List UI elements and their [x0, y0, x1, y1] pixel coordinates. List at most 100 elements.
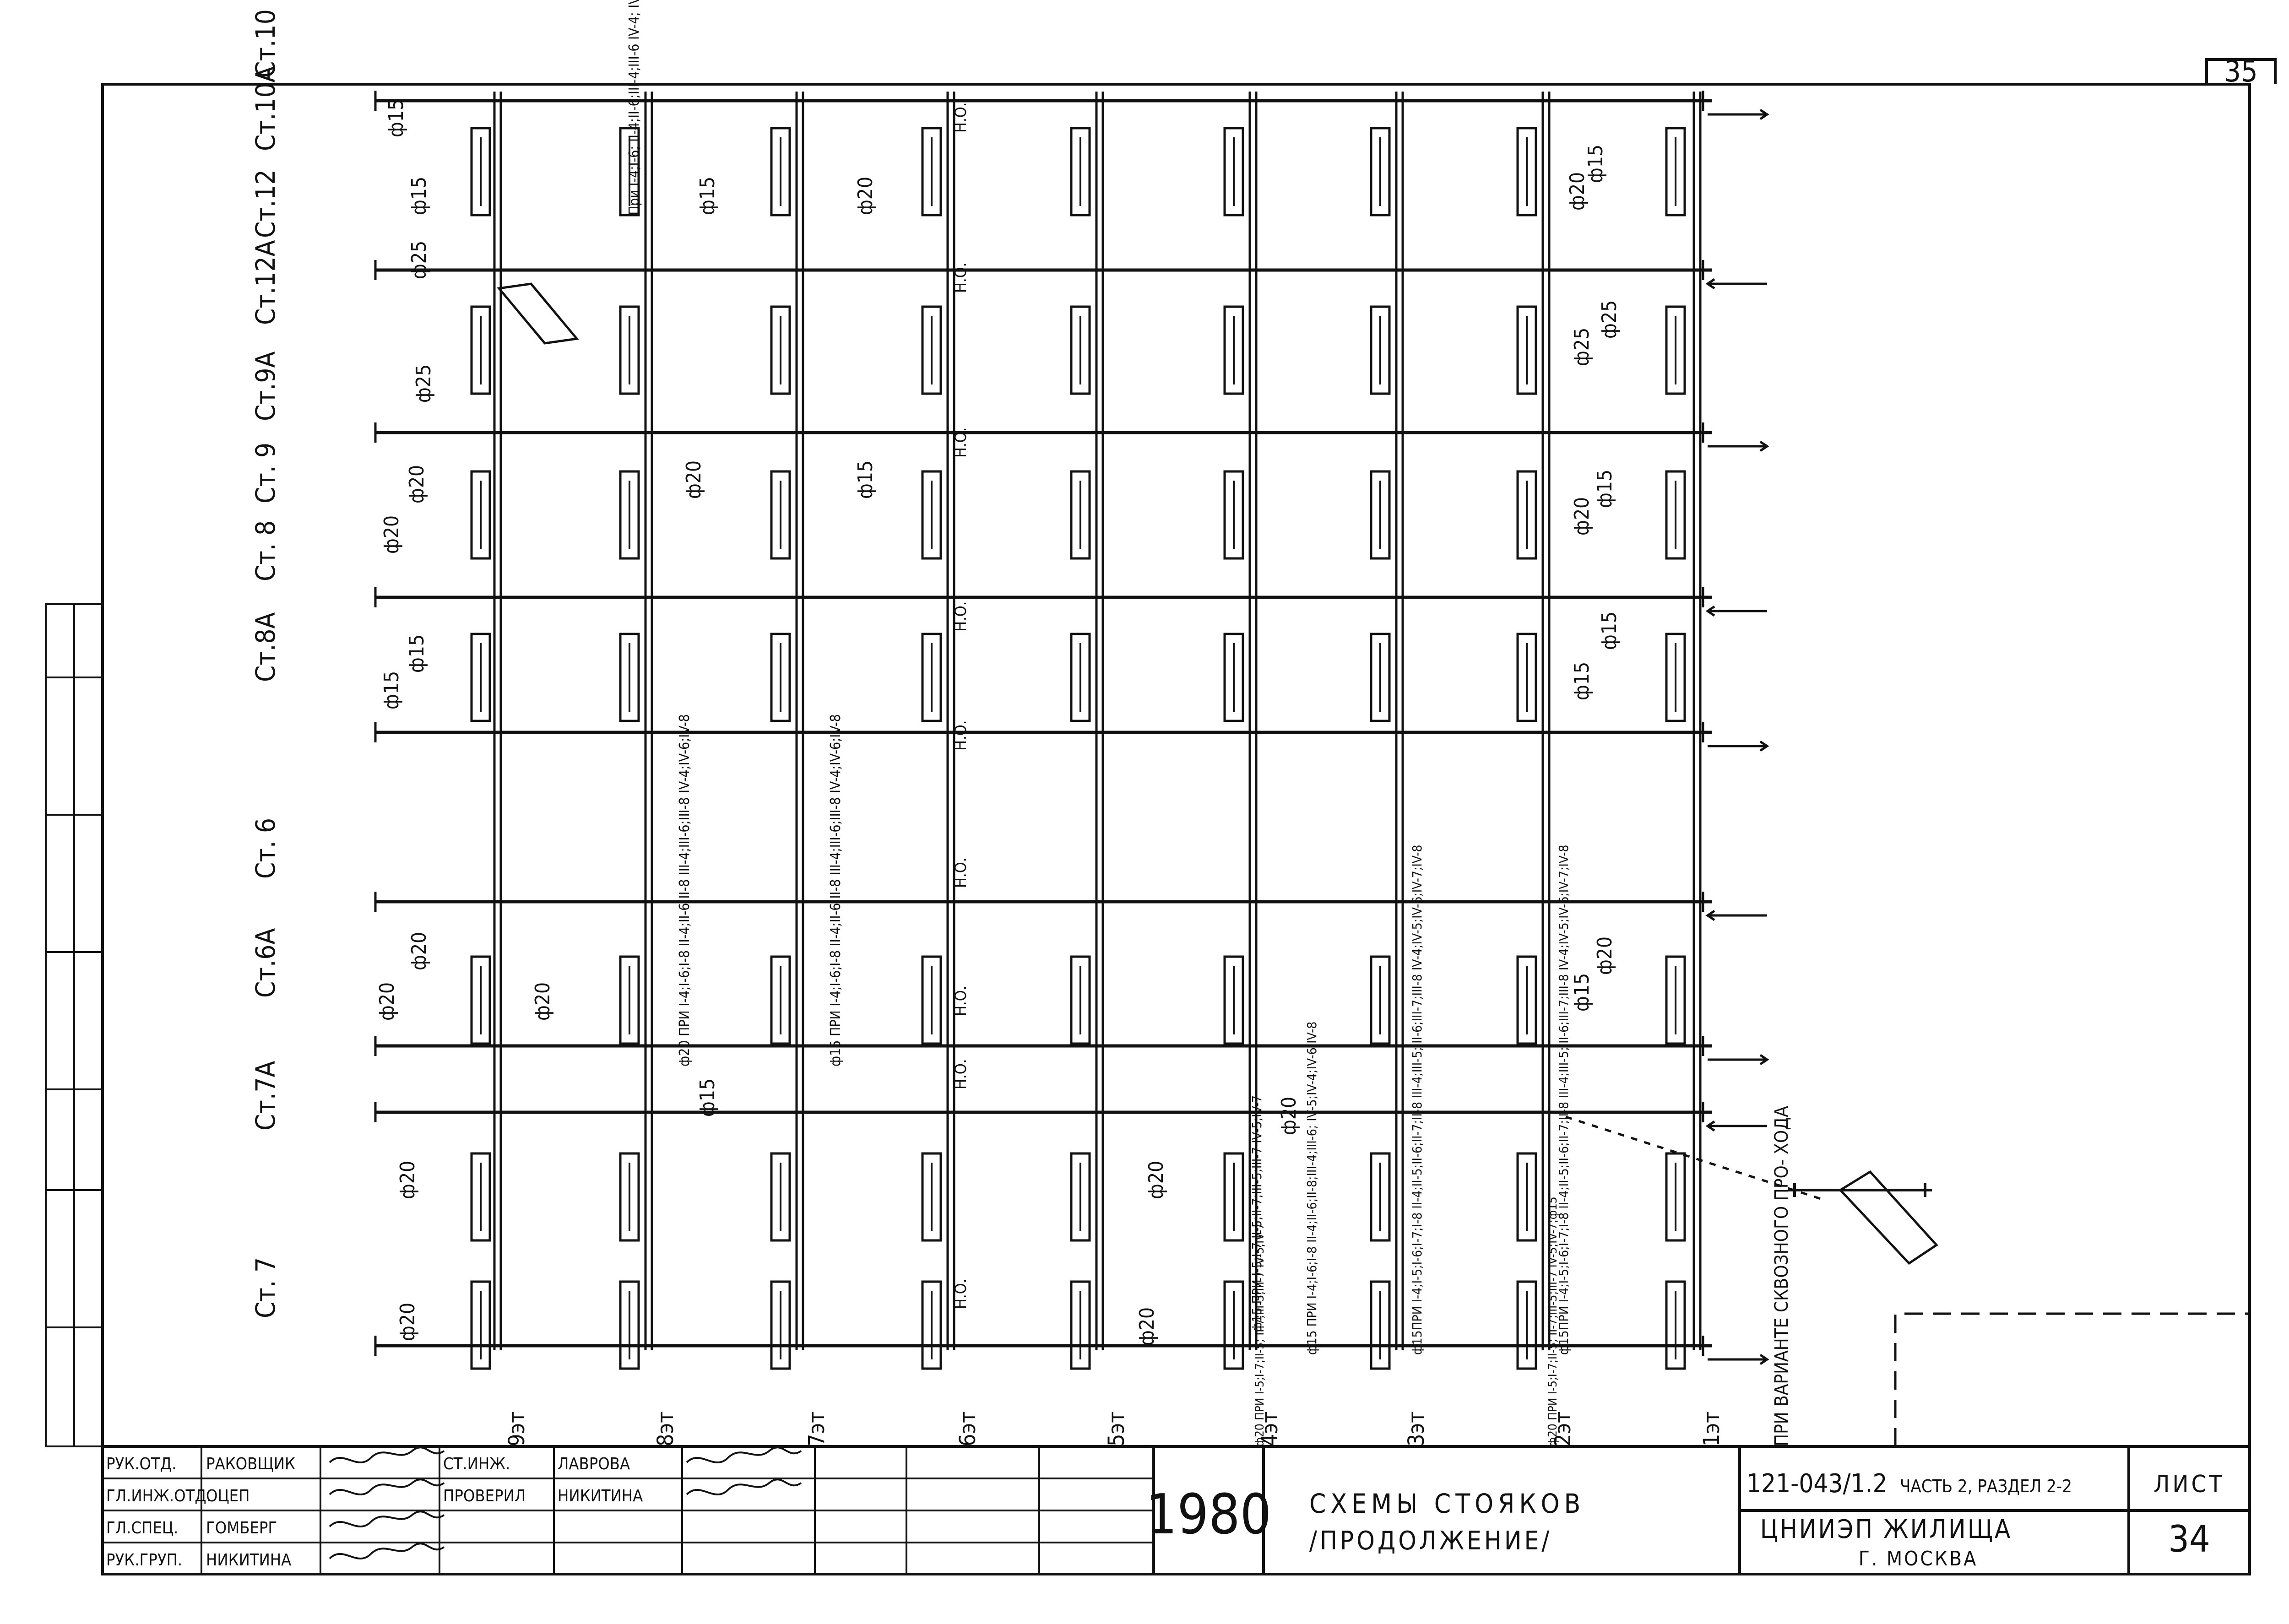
radiator — [1516, 470, 1537, 560]
tb-role: РУК.ГРУП. — [106, 1551, 182, 1570]
radiator — [1665, 470, 1686, 560]
radiator — [1070, 1280, 1091, 1370]
diameter-label: ф20 — [1135, 1307, 1159, 1346]
sheet-number: 34 — [2168, 1518, 2210, 1560]
tb-role: ГЛ.СПЕЦ. — [106, 1519, 178, 1537]
diameter-label: ф20 — [1277, 1097, 1301, 1135]
radiator — [770, 305, 791, 395]
radiator — [1516, 955, 1537, 1045]
radiator — [1665, 633, 1686, 722]
signature — [686, 1446, 802, 1463]
radiator — [770, 1152, 791, 1242]
tb-role: РУК.ОТД. — [106, 1455, 176, 1473]
diameter-label: ф20 — [531, 982, 554, 1021]
note-var-i: ф20 ПРИ I-5;I-7;II-5; II-7;III-5;III-7 I… — [1546, 1196, 1560, 1446]
radiator — [921, 305, 942, 395]
diameter-label: ф20 — [854, 177, 877, 215]
diameter-label: ф15 — [1570, 973, 1594, 1012]
radiator — [1070, 127, 1091, 217]
tb-role: ПРОВЕРИЛ — [443, 1487, 526, 1505]
floor-label: 1эт — [1699, 1412, 1725, 1446]
radiator — [470, 955, 491, 1045]
flow-arrowhead-0 — [1759, 108, 1769, 120]
radiator — [1516, 305, 1537, 395]
diameter-label: ф20 — [407, 932, 431, 970]
no-label: Н.О. — [952, 601, 970, 632]
flow-arrowhead-3 — [1705, 605, 1715, 617]
radiator — [470, 1152, 491, 1242]
diameter-label: ф25 — [1598, 300, 1621, 339]
floor-label: 7эт — [804, 1412, 830, 1446]
doc-part: ЧАСТЬ 2, РАЗДЕЛ 2-2 — [1900, 1476, 2072, 1496]
radiator — [619, 1280, 640, 1370]
radiator — [770, 955, 791, 1045]
note-var-c: ф15 ПРИ I-4;I-6;I-8 II-4;II-6;II-8 III-4… — [828, 714, 844, 1066]
org-name: ЦНИИЭП ЖИЛИЩА — [1760, 1515, 2012, 1544]
diameter-label: ф15 — [405, 634, 429, 673]
tb-role: СТ.ИНЖ. — [443, 1455, 510, 1473]
radiator — [921, 1152, 942, 1242]
tb-name: ГОМБЕРГ — [206, 1519, 277, 1537]
radiator — [1070, 470, 1091, 560]
diameter-label: ф15 — [854, 460, 877, 499]
riser-label: Ст.12А — [250, 240, 281, 325]
radiator — [1070, 305, 1091, 395]
diameter-label: ф20 — [1593, 937, 1616, 975]
diameter-label: ф20 — [1566, 172, 1589, 211]
radiator — [619, 1152, 640, 1242]
radiator — [770, 470, 791, 560]
title-line2: /ПРОДОЛЖЕНИЕ/ — [1309, 1526, 1552, 1556]
diameter-label: ф20 — [380, 515, 403, 554]
radiator — [1223, 955, 1244, 1045]
riser-label: Ст.10 — [250, 9, 281, 78]
tb-name: РАКОВЩИК — [206, 1455, 295, 1473]
radiator — [770, 127, 791, 217]
riser-label: Ст.6А — [250, 928, 281, 998]
note-var-d: ф15 ПРИ I-5;I-7 II-5;II-7;III-5;III-7 IV… — [1249, 1095, 1264, 1332]
diameter-label: ф20 — [396, 1303, 419, 1341]
note-var-e: ф15 ПРИ I-4;I-6;I-8 II-4;II-6;II-8;III-4… — [1304, 1022, 1319, 1355]
riser-label: Ст. 9 — [250, 443, 281, 503]
radiator — [619, 127, 640, 217]
radiator — [1223, 470, 1244, 560]
no-label: Н.О. — [952, 857, 970, 888]
flow-arrowhead-1 — [1705, 278, 1715, 290]
signature — [329, 1478, 445, 1495]
note-var-b: ф20 ПРИ I-4;I-6;I-8 II-4;II-6;II-8 III-4… — [677, 714, 693, 1066]
diameter-label: ф15 — [1593, 470, 1616, 508]
flow-arrowhead-8 — [1759, 1353, 1769, 1365]
diameter-label: ф20 — [682, 460, 705, 499]
diameter-label: ф20 — [405, 465, 429, 503]
radiator — [921, 127, 942, 217]
radiator — [770, 633, 791, 722]
radiator — [1370, 1152, 1391, 1242]
floor-label: 3эт — [1404, 1412, 1429, 1446]
radiator — [1516, 127, 1537, 217]
radiator — [1665, 1280, 1686, 1370]
diameter-label: ф15 — [380, 671, 403, 709]
diameter-label: ф15 — [1598, 612, 1621, 650]
radiator — [1516, 1152, 1537, 1242]
note-transit: ПРИ ВАРИАНТЕ СКВОЗНОГО ПРО- ХОДА — [1771, 1106, 1792, 1446]
diameter-label: ф15 — [407, 177, 431, 215]
title-block — [101, 1312, 2251, 1575]
radiator — [619, 633, 640, 722]
org-city: Г. МОСКВА — [1859, 1547, 1978, 1570]
signature — [329, 1446, 445, 1463]
title-block-text: РУК.ОТД.РАКОВЩИКГЛ.ИНЖ.ОТД.ОЦЕПГЛ.СПЕЦ.Г… — [106, 1446, 802, 1570]
tb-name: ЛАВРОВА — [558, 1455, 630, 1473]
riser-label: Ст. 6 — [250, 818, 281, 879]
riser-label: Ст. 7 — [250, 1257, 281, 1318]
radiator — [470, 127, 491, 217]
floor-label: 4эт — [1257, 1412, 1283, 1446]
radiator — [1223, 1280, 1244, 1370]
diameter-label: ф25 — [1570, 328, 1594, 366]
radiator — [1223, 1152, 1244, 1242]
note-var-f: ф15ПРИ I-4;I-5;I-6;I-7;I-8 II-4;II-5;II-… — [1410, 845, 1425, 1355]
sheet-label: ЛИСТ — [2153, 1471, 2224, 1498]
no-label: Н.О. — [952, 262, 970, 293]
radiator — [470, 633, 491, 722]
signature — [329, 1510, 445, 1527]
